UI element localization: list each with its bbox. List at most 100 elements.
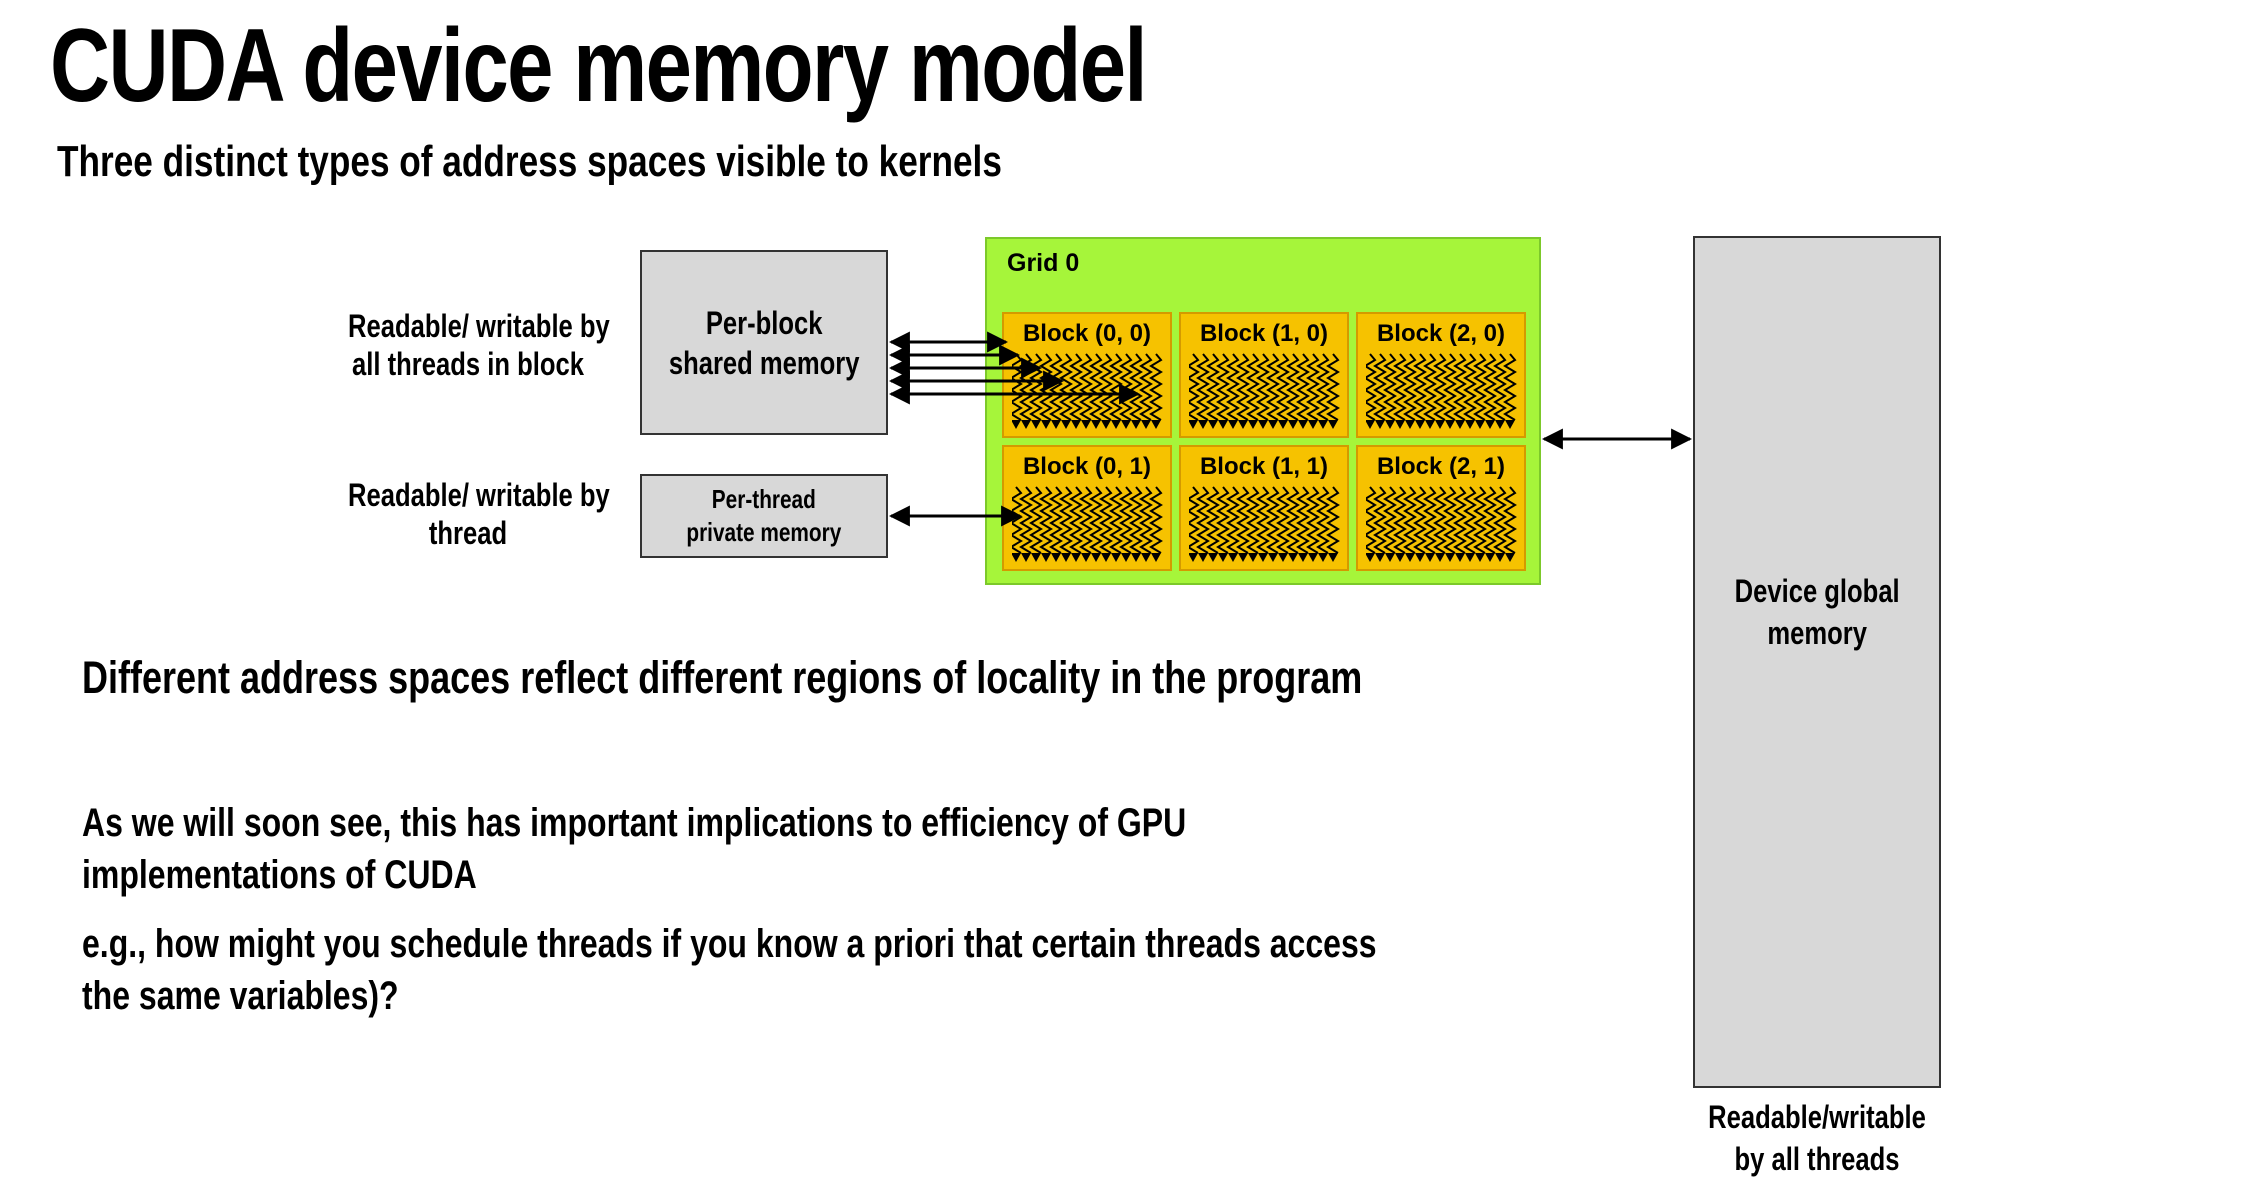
- thread-lane: [1226, 353, 1240, 421]
- thread-lane: [1433, 486, 1447, 554]
- thread-lane: [1366, 353, 1377, 421]
- thread-lane: [1019, 486, 1033, 554]
- thread-lane: [1189, 353, 1200, 421]
- thread-lane: [1503, 486, 1517, 554]
- thread-lane: [1109, 486, 1123, 554]
- thread-lane: [1236, 353, 1250, 421]
- thread-arrowhead: [1268, 420, 1278, 429]
- thread-wave-icon: [1366, 486, 1517, 562]
- thread-arrowhead: [1208, 420, 1218, 429]
- thread-arrowhead: [1475, 420, 1485, 429]
- thread-lane: [1266, 353, 1280, 421]
- thread-arrowhead: [1278, 553, 1288, 562]
- thread-arrowhead: [1395, 553, 1405, 562]
- thread-lane: [1206, 353, 1220, 421]
- thread-arrowhead: [1485, 420, 1495, 429]
- block-label: Block (2, 1): [1376, 453, 1506, 480]
- thread-arrowhead: [1091, 553, 1101, 562]
- thread-lane: [1099, 353, 1113, 421]
- thread-lane: [1443, 486, 1457, 554]
- thread-lane: [1256, 486, 1270, 554]
- thread-arrowhead: [1485, 553, 1495, 562]
- thread-arrowhead: [1121, 420, 1131, 429]
- thread-lane: [1149, 486, 1163, 554]
- thread-lane: [1383, 353, 1397, 421]
- private-memory-line2: private memory: [686, 517, 842, 547]
- block-2-0: Block (2, 0): [1356, 312, 1526, 438]
- question-line2: the same variables)?: [82, 974, 399, 1018]
- thread-arrowhead: [1465, 420, 1475, 429]
- thread-lane: [1256, 353, 1270, 421]
- thread-arrowhead: [1061, 420, 1071, 429]
- shared-memory-box: Per-block shared memory: [640, 250, 888, 435]
- page-subtitle: Three distinct types of address spaces v…: [57, 137, 1002, 186]
- thread-arrowhead: [1405, 420, 1415, 429]
- thread-arrowhead: [1218, 420, 1228, 429]
- thread-lane: [1383, 486, 1397, 554]
- thread-arrowhead: [1435, 553, 1445, 562]
- thread-arrowhead: [1445, 553, 1455, 562]
- thread-arrowhead: [1268, 553, 1278, 562]
- thread-lane: [1423, 353, 1437, 421]
- thread-arrowhead: [1228, 553, 1238, 562]
- shared-access-line2: all threads in block: [352, 346, 584, 382]
- thread-arrowhead: [1455, 420, 1465, 429]
- thread-lane: [1099, 486, 1113, 554]
- thread-lane: [1139, 486, 1153, 554]
- thread-lane: [1089, 353, 1103, 421]
- thread-wave-icon: [1012, 353, 1163, 429]
- thread-lane: [1443, 353, 1457, 421]
- thread-arrowhead: [1091, 420, 1101, 429]
- thread-lane: [1483, 486, 1497, 554]
- thread-lane: [1196, 353, 1210, 421]
- thread-lane: [1463, 486, 1477, 554]
- thread-arrowhead: [1111, 420, 1121, 429]
- thread-lane: [1326, 486, 1340, 554]
- thread-arrowhead: [1189, 420, 1198, 429]
- thread-lane: [1119, 353, 1133, 421]
- thread-arrowhead: [1081, 553, 1091, 562]
- thread-lane: [1236, 486, 1250, 554]
- thread-lane: [1019, 353, 1033, 421]
- thread-lane: [1049, 353, 1063, 421]
- thread-arrowhead: [1258, 420, 1268, 429]
- thread-lane: [1079, 486, 1093, 554]
- thread-arrowhead: [1505, 420, 1515, 429]
- thread-arrowhead: [1366, 420, 1375, 429]
- thread-arrowhead: [1198, 420, 1208, 429]
- thread-lane: [1119, 486, 1133, 554]
- thread-arrowhead: [1375, 420, 1385, 429]
- implications-line1: As we will soon see, this has important …: [82, 801, 1187, 845]
- thread-arrowhead: [1218, 553, 1228, 562]
- thread-lane: [1433, 353, 1447, 421]
- thread-arrowhead: [1012, 553, 1021, 562]
- thread-lane: [1453, 486, 1467, 554]
- shared-access-line1: Readable/ writable by: [348, 308, 610, 344]
- thread-arrowhead: [1288, 420, 1298, 429]
- thread-arrowhead: [1505, 553, 1515, 562]
- thread-lane: [1206, 486, 1220, 554]
- thread-arrowhead: [1298, 420, 1308, 429]
- block-label: Block (2, 0): [1376, 320, 1506, 347]
- thread-lane: [1149, 353, 1163, 421]
- thread-arrowhead: [1415, 420, 1425, 429]
- thread-lane: [1059, 486, 1073, 554]
- private-memory-line1: Per-thread: [711, 484, 817, 514]
- thread-lane: [1393, 486, 1407, 554]
- thread-arrowhead: [1308, 553, 1318, 562]
- thread-arrowhead: [1238, 420, 1248, 429]
- thread-arrowhead: [1278, 420, 1288, 429]
- private-memory-box: Per-thread private memory: [640, 474, 888, 558]
- thread-arrowhead: [1238, 553, 1248, 562]
- thread-arrowhead: [1385, 420, 1395, 429]
- thread-arrowhead: [1051, 553, 1061, 562]
- thread-lane: [1306, 353, 1320, 421]
- thread-lane: [1316, 353, 1330, 421]
- thread-arrowhead: [1141, 420, 1151, 429]
- block-label: Block (0, 0): [1022, 320, 1152, 347]
- block-1-1: Block (1, 1): [1179, 445, 1349, 571]
- thread-lane: [1483, 353, 1497, 421]
- thread-arrowhead: [1405, 553, 1415, 562]
- global-memory-line1: Device global: [1734, 573, 1900, 609]
- thread-arrowhead: [1425, 553, 1435, 562]
